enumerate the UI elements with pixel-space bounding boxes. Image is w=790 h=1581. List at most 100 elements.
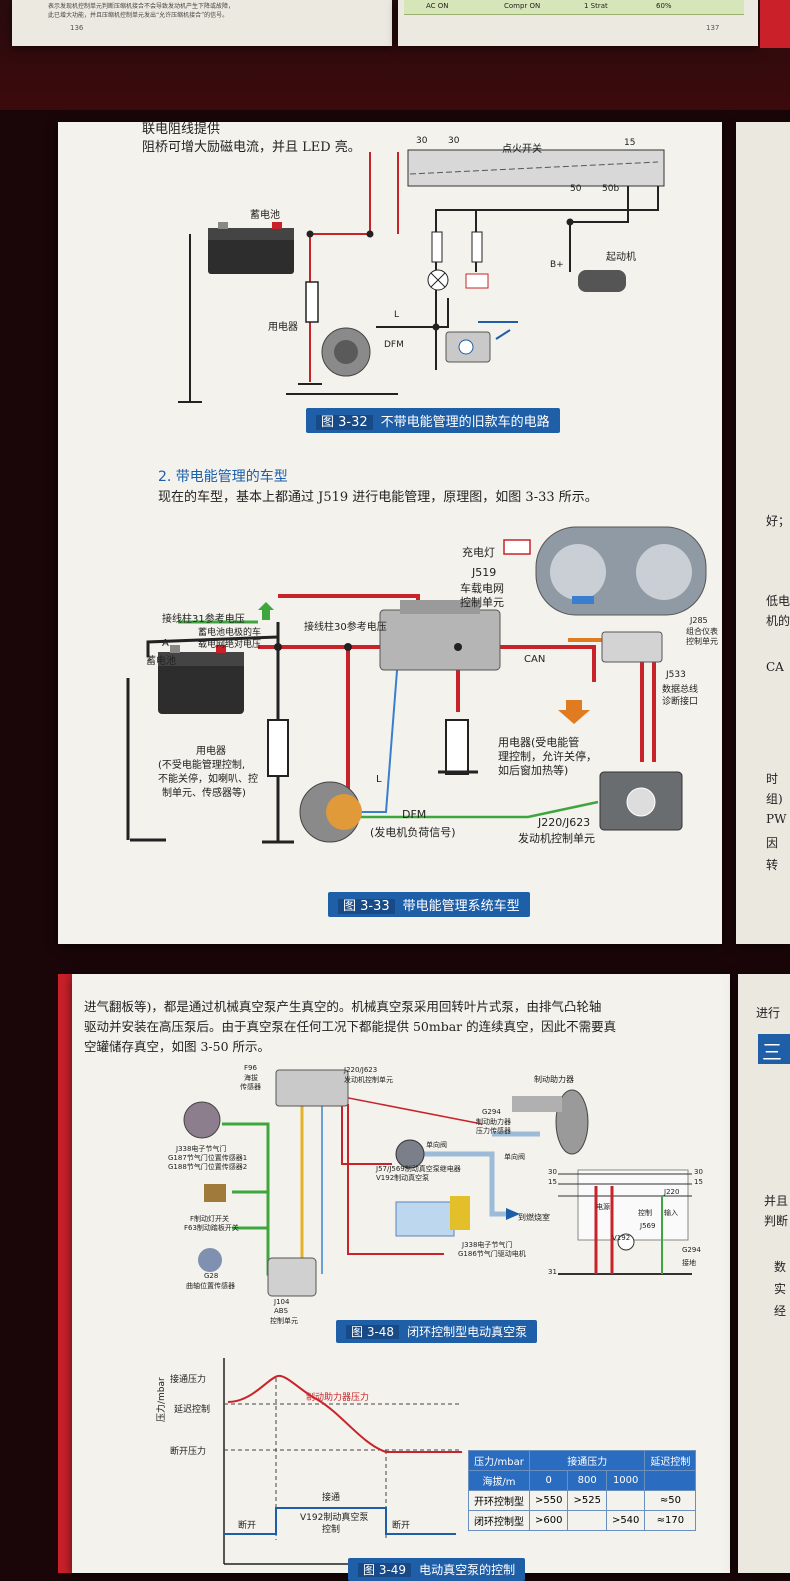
battery-label: 蓄电池: [146, 656, 176, 667]
battery-label: 蓄电池: [250, 210, 280, 221]
body-text: 空罐储存真空，如图 3-50 所示。: [84, 1039, 271, 1054]
j285-label: 组合仪表: [686, 627, 718, 636]
load1-label: 不能关停，如喇叭、控: [158, 774, 258, 785]
starter-motor-image: [578, 270, 626, 292]
j533-label: 诊断接口: [662, 697, 699, 707]
book-cover-edge: [760, 0, 790, 48]
j519-label: 车载电网: [460, 582, 504, 595]
book-page-2: 联电阻线提供 阻桥可增大励磁电流，并且 LED 亮。: [58, 122, 722, 944]
charge-lamp-label: 充电灯: [462, 546, 495, 559]
table-row: 海拔/m 0 800 1000: [468, 1470, 697, 1491]
battery-warning-icon: [503, 539, 531, 555]
j220-label: J220/J623: [538, 816, 591, 829]
load1-label: 用电器: [196, 746, 226, 757]
left-page-line: 此已增大功能，并且压缩机控制单元发出“允许压缩机接合”的信号。: [48, 12, 229, 19]
pump-label: 控制: [322, 1525, 341, 1535]
j519-label: 控制单元: [460, 596, 504, 609]
battery-image: [158, 652, 244, 714]
vacuum-table: 压力/mbar 接通压力 延迟控制 海拔/m 0 800 1000 开环控制型 …: [468, 1450, 697, 1531]
dfm-label: (发电机负荷信号): [370, 826, 456, 839]
ref31-label: 接线柱31参考电压: [162, 614, 245, 625]
load-resistor: [267, 719, 289, 777]
figure-3-32-circuit: [178, 149, 665, 403]
table-row: AC ON Compr ON 1 Strat 60%: [404, 0, 744, 15]
booster-pressure-curve: [227, 1374, 462, 1453]
pump-control-signal: [224, 1507, 456, 1535]
can-label: CAN: [524, 654, 546, 665]
j519-label: J519: [472, 566, 497, 579]
j533-gateway-image: [601, 631, 663, 663]
load-resistor: [305, 281, 319, 323]
page-number: 136: [70, 24, 84, 32]
arrow-down-icon: [558, 700, 590, 724]
table-row: 开环控制型 >550 >525 ≈50: [468, 1490, 697, 1511]
right-book-page: AC ON Compr ON 1 Strat 60% 137: [398, 0, 758, 46]
ref30-label: 接线柱30参考电压: [304, 622, 387, 633]
starter-label: 起动机: [606, 252, 636, 263]
j285-label: J285: [690, 616, 708, 625]
l-terminal-label: L: [376, 774, 382, 785]
a-label: A: [162, 638, 169, 649]
load-resistor: [445, 719, 469, 775]
j533-label: J533: [666, 670, 686, 680]
on-label: 接通: [322, 1493, 341, 1503]
brake-switch-image: [204, 1184, 226, 1202]
load1-label: 制单元、传感器等): [162, 788, 246, 799]
j519-module-image: [379, 609, 501, 671]
terminal-30-label: 30: [448, 136, 460, 146]
figure-3-49-chart: [223, 1358, 462, 1565]
body-text: 进气翻板等)，都是通过机械真空泵产生真空的。机械真空泵采用回转叶片式泵，由排气凸…: [84, 999, 602, 1014]
j533-label: 数据总线: [662, 685, 699, 695]
right-page-fragment: 进行 三 并且 判断 数 实 经: [738, 974, 790, 1573]
left-page-line: 表示发现机控制单元判断压缩机接合不会导致发动机产生下降或故障，: [48, 3, 235, 10]
bplus-label: B+: [550, 260, 564, 270]
dfm-label: DFM: [402, 808, 427, 821]
book-page-3: 进气翻板等)，都是通过机械真空泵产生真空的。机械真空泵采用回转叶片式泵，由排气凸…: [72, 974, 730, 1581]
load2-label: 理控制，允许关停，: [498, 750, 597, 763]
load2-label: 用电器(受电能管: [498, 736, 580, 749]
j220-label: 发动机控制单元: [518, 832, 595, 845]
batt-term-label: 载电网绝对电压: [198, 640, 262, 650]
load1-label: (不受电能管理控制,: [158, 760, 246, 771]
figure-3-33-circuit: [126, 526, 707, 844]
body-text: 阻桥可增大励磁电流，并且 LED 亮。: [142, 140, 361, 155]
load2-label: 如后窗加热等): [498, 764, 569, 777]
batt-term-label: 蓄电池电极的车: [198, 628, 262, 638]
load-label: 用电器: [268, 322, 298, 333]
dfm-label: DFM: [384, 340, 404, 350]
body-text: 联电阻线提供: [142, 122, 221, 137]
on-pressure-label: 接通压力: [170, 1375, 207, 1385]
terminal-15-label: 15: [624, 138, 636, 148]
terminal-50-label: 50: [570, 184, 582, 194]
terminal-50b-label: 50b: [602, 184, 620, 194]
left-book-page: 表示发现机控制单元判断压缩机接合不会导致发动机产生下降或故障， 此已增大功能，并…: [12, 0, 392, 46]
off-label: 断开: [238, 1521, 257, 1531]
delay-label: 延迟控制: [174, 1405, 211, 1415]
right-page-fragment: 好； 低电 机的 CA 时 组) PW 因 转: [736, 122, 790, 944]
y-axis-label: 压力/mbar: [157, 1377, 167, 1422]
table-row: 压力/mbar 接通压力 延迟控制: [468, 1450, 697, 1471]
vacuum-pump-image: [395, 1139, 425, 1169]
book-cover-edge: [58, 974, 72, 1573]
abs-unit-image: [267, 1257, 317, 1297]
table-row: 闭环控制型 >600 >540 ≈170: [468, 1510, 697, 1531]
ignition-switch-label: 点火开关: [502, 144, 542, 155]
body-text: 驱动并安装在高压泵后。由于真空泵在任何工况下都能提供 50mbar 的连续真空，…: [84, 1019, 617, 1034]
engine-ecu-image: [275, 1069, 349, 1107]
pump-label: V192制动真空泵: [300, 1513, 369, 1523]
l-terminal-label: L: [394, 310, 400, 320]
j285-label: 控制单元: [686, 637, 718, 646]
off-label: 断开: [392, 1521, 411, 1531]
terminal-30-label: 30: [416, 136, 428, 146]
crank-sensor-image: [198, 1248, 222, 1272]
body-text: 现在的车型，基本上都通过 J519 进行电能管理，原理图，如图 3-33 所示。: [158, 490, 598, 505]
section-heading: 2. 带电能管理的车型: [158, 469, 288, 485]
page-number: 137: [706, 24, 720, 32]
curve-label: 制动助力器压力: [306, 1393, 370, 1403]
brake-booster-image: [555, 1089, 589, 1155]
throttle-body-image: [183, 1101, 221, 1139]
arrow-up-icon: [258, 602, 274, 620]
